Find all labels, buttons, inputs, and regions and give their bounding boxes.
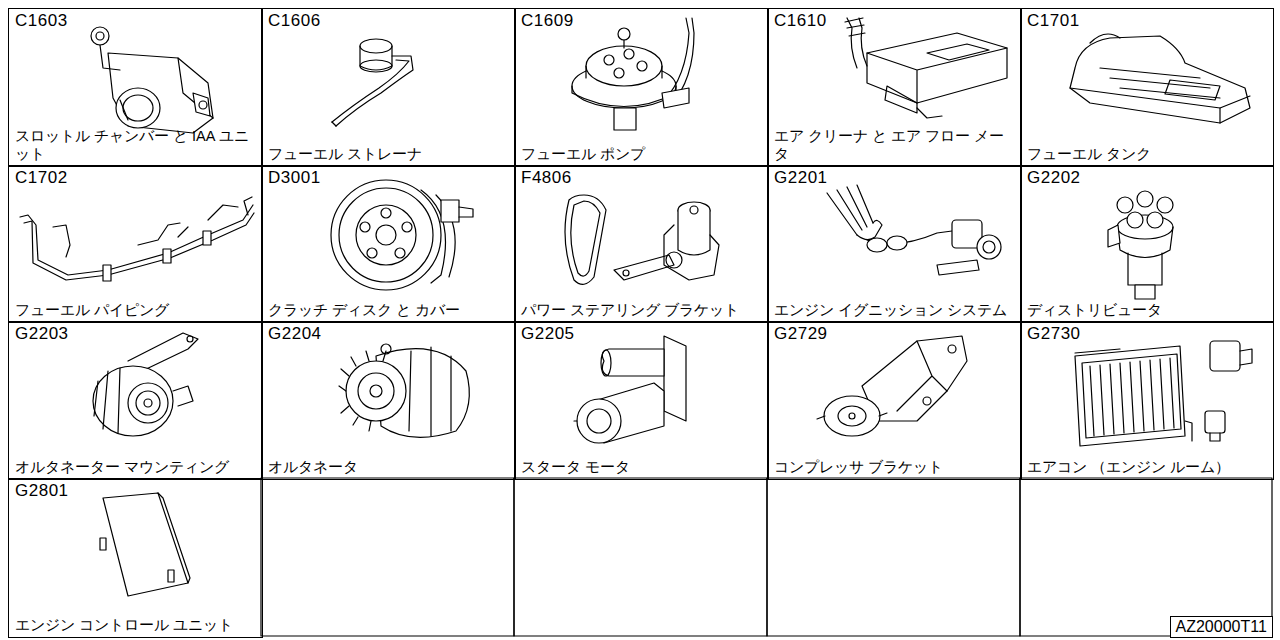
part-code: C1606 — [268, 11, 510, 31]
part-code: G2205 — [521, 324, 763, 344]
catalog-cell: G2204 オルタネータ — [261, 321, 516, 480]
part-name: フューエル パイピング — [15, 301, 257, 319]
catalog-cell: G2730 エアコン （エンジン ルーム） — [1020, 321, 1274, 480]
part-name: エンジン コントロール ユニット — [15, 616, 257, 634]
part-name: オルタネーター マウンティング — [15, 458, 257, 476]
part-name: ディストリビュータ — [1027, 301, 1268, 319]
catalog-cell: C1610 エア クリーナ と エア フロー メータ — [767, 8, 1022, 167]
part-code: D3001 — [268, 168, 510, 188]
catalog-cell: G2205 スタータ モータ — [514, 321, 769, 480]
part-code: G2202 — [1027, 168, 1268, 188]
fuel-piping — [20, 197, 254, 281]
part-code: C1609 — [521, 11, 763, 31]
fuel-pump — [572, 18, 694, 130]
part-name: エアコン （エンジン ルーム） — [1027, 458, 1268, 476]
part-name: クラッチ ディスク と カバー — [268, 301, 510, 319]
part-code: G2204 — [268, 324, 510, 344]
engine-control-unit — [100, 493, 190, 596]
fuel-tank — [1070, 34, 1250, 123]
part-name: スタータ モータ — [521, 458, 763, 476]
catalog-cell: C1702 フューエル パイピング — [8, 165, 263, 323]
catalog-cell: D3001 クラッチ ディスク と カバー — [261, 165, 516, 323]
part-code: G2203 — [15, 324, 257, 344]
catalog-cell: G2201 エンジン イグニッション システム — [767, 165, 1022, 323]
part-code: C1701 — [1027, 11, 1268, 31]
part-name: スロットル チャンバー と IAA ユニット — [15, 127, 257, 163]
part-name: コンプレッサ ブラケット — [774, 458, 1016, 476]
part-name: エンジン イグニッション システム — [774, 301, 1016, 319]
power-steering-bracket — [565, 195, 719, 284]
catalog-cell: G2203 オルタネーター マウンティング — [8, 321, 263, 480]
catalog-cell: G2801 エンジン コントロール ユニット — [8, 478, 263, 638]
catalog-cell: F4806 パワー ステアリング ブラケット — [514, 165, 769, 323]
empty-cells — [261, 478, 1272, 636]
catalog-cell: G2202 ディストリビュータ — [1020, 165, 1274, 323]
part-code: G2730 — [1027, 324, 1268, 344]
part-name: オルタネータ — [268, 458, 510, 476]
part-code: G2201 — [774, 168, 1016, 188]
catalog-cell: C1603 スロットル チャンバー と IAA ユニット — [8, 8, 263, 167]
part-code: C1702 — [15, 168, 257, 188]
part-code: G2801 — [15, 481, 257, 501]
part-code: C1603 — [15, 11, 257, 31]
catalog-cell: C1609 フューエル ポンプ — [514, 8, 769, 167]
part-code: C1610 — [774, 11, 1016, 31]
part-name: フューエル タンク — [1027, 145, 1268, 163]
drawing-number: AZ20000T11 — [1176, 618, 1267, 635]
alternator-mounting — [93, 333, 198, 436]
clutch-disc — [331, 180, 473, 290]
part-code: F4806 — [521, 168, 763, 188]
part-code: G2729 — [774, 324, 1016, 344]
drawing-number-box: AZ20000T11 — [1170, 616, 1273, 638]
catalog-cell: C1701 フューエル タンク — [1020, 8, 1274, 167]
throttle-chamber — [91, 27, 213, 133]
part-name: エア クリーナ と エア フロー メータ — [774, 127, 1016, 163]
part-name: フューエル ストレーナ — [268, 145, 510, 163]
catalog-cell: G2729 コンプレッサ ブラケット — [767, 321, 1022, 480]
fuel-strainer — [332, 39, 413, 126]
part-name: フューエル ポンプ — [521, 145, 763, 163]
starter-motor — [574, 336, 686, 443]
alternator — [339, 344, 469, 437]
air-conditioner-parts — [1075, 341, 1252, 446]
catalog-cell: C1606 フューエル ストレーナ — [261, 8, 516, 167]
compressor-bracket — [817, 336, 967, 436]
part-name: パワー ステアリング ブラケット — [521, 301, 763, 319]
ignition-system — [827, 185, 1001, 275]
distributor — [1108, 191, 1173, 299]
air-cleaner — [845, 18, 1007, 118]
